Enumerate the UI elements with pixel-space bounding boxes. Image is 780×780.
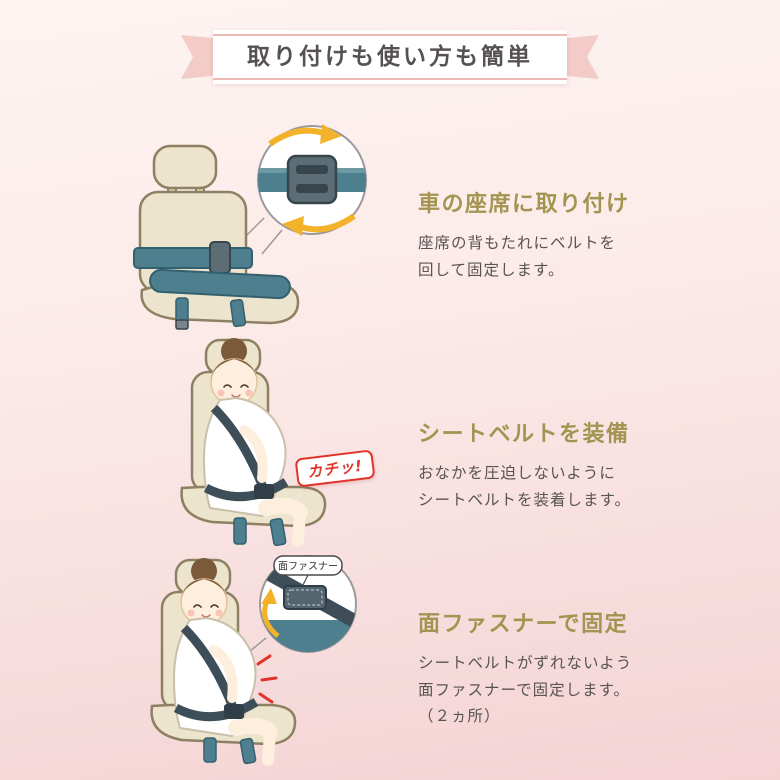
step-2-text: シートベルトを装備 おなかを圧迫しないように シートベルトを装着します。 [418, 416, 758, 513]
car-seat-icon [133, 144, 300, 330]
step-1-text: 車の座席に取り付け 座席の背もたれにベルトを 回して固定します。 [418, 186, 758, 283]
step-1-body: 座席の背もたれにベルトを 回して固定します。 [418, 234, 617, 279]
fastener-label: 面ファスナー [278, 561, 338, 573]
pregnant-woman-icon [172, 558, 278, 766]
step-1-heading: 車の座席に取り付け [418, 192, 630, 217]
buckle-magnifier-icon [257, 124, 367, 236]
fastener-magnifier-icon: 面ファスナー [259, 555, 357, 653]
step-2-body: おなかを圧迫しないように シートベルトを装着します。 [418, 464, 631, 509]
car-seat-illustration [133, 124, 367, 330]
step-3-text: 面ファスナーで固定 シートベルトがずれないよう 面ファスナーで固定します。 （２… [418, 606, 758, 730]
fastener-fixing-illustration: 面ファスナー [150, 555, 357, 766]
emphasis-marks-icon [256, 654, 278, 704]
pregnant-woman-seatbelt-illustration [180, 338, 327, 547]
step-2-heading: シートベルトを装備 [418, 422, 630, 447]
banner: 取り付けも使い方も簡単 [213, 30, 567, 84]
cushion-straps-icon [203, 737, 257, 765]
step-3-body: シートベルトがずれないよう 面ファスナーで固定します。 （２ヵ所） [418, 654, 633, 726]
pregnant-woman-icon [202, 338, 308, 547]
cushion-straps-icon [233, 517, 287, 547]
banner-title: 取り付けも使い方も簡単 [247, 44, 533, 70]
banner-ribbon: 取り付けも使い方も簡単 [181, 30, 599, 84]
step-3-heading: 面ファスナーで固定 [418, 612, 629, 637]
